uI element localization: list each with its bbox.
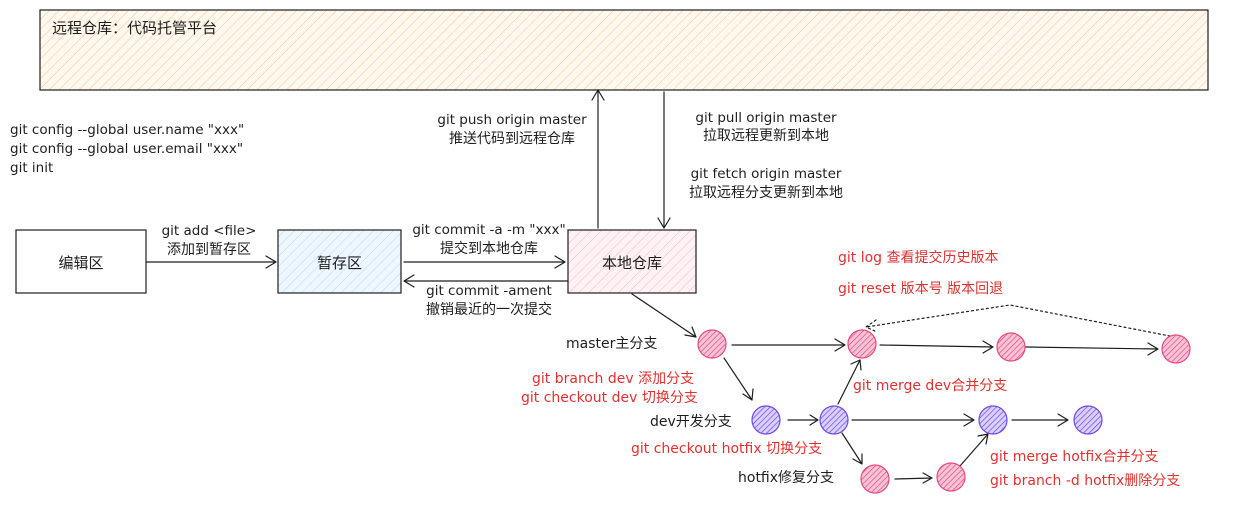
dev-commit [1073, 405, 1103, 435]
remote-repo-box [39, 9, 1209, 91]
merge-hotfix-note: git merge hotfix合并分支 [990, 449, 1159, 465]
delete-hotfix-note: git branch -d hotfix删除分支 [990, 473, 1181, 489]
dev-arrow-1 [787, 414, 819, 426]
commit-command: git commit -a -m "xxx" [412, 222, 566, 238]
hotfix-commit [936, 462, 966, 492]
local-to-master-line [631, 293, 697, 338]
workspace-label: 编辑区 [58, 254, 104, 272]
config-command: git init [10, 160, 54, 176]
dev-arrow-2 [851, 413, 975, 427]
merge-hotfix-arrow [959, 433, 989, 467]
dev-arrow-3 [1011, 413, 1069, 427]
master-branch-label: master主分支 [566, 336, 658, 352]
config-command: git config --global user.name "xxx" [10, 122, 245, 138]
add-command: git add <file> [161, 223, 257, 239]
fetch-command: git fetch origin master [690, 166, 842, 182]
git-reset-note: git reset 版本号 版本回退 [838, 281, 1004, 297]
push-description: 推送代码到远程仓库 [449, 131, 575, 147]
master-commit [996, 332, 1026, 362]
staging-label: 暂存区 [316, 254, 362, 272]
master-commit [697, 329, 727, 359]
amend-command: git commit -ament [426, 283, 552, 299]
branch-dev-arrow [723, 357, 754, 401]
checkout-hotfix-note: git checkout hotfix 切换分支 [631, 441, 823, 457]
fetch-description: 拉取远程分支更新到本地 [689, 185, 843, 201]
branch-dev-note: git branch dev 添加分支 [532, 371, 695, 387]
dev-commit [819, 405, 849, 435]
master-arrow-1 [731, 338, 846, 352]
workspace-box [15, 229, 147, 294]
push-arrow [591, 89, 605, 229]
commit-arrow [403, 255, 566, 269]
amend-description: 撤销最近的一次提交 [426, 302, 552, 318]
master-commit [847, 329, 877, 359]
pull-command: git pull origin master [695, 110, 837, 126]
push-command: git push origin master [437, 112, 587, 128]
amend-arrow [403, 274, 569, 288]
local-repo-box [567, 229, 697, 294]
merge-dev-arrow [837, 359, 862, 405]
add-arrow [145, 255, 277, 269]
master-commit [1161, 334, 1191, 364]
reset-dashed-arrow [864, 304, 1176, 338]
master-arrow-2 [879, 340, 994, 354]
pull-arrow [657, 91, 671, 229]
config-command: git config --global user.email "xxx" [10, 141, 244, 157]
merge-dev-note: git merge dev合并分支 [853, 378, 1008, 394]
hotfix-commit [860, 464, 890, 494]
staging-box [277, 229, 402, 294]
remote-repo-title: 远程仓库：代码托管平台 [52, 19, 218, 37]
dev-commit [978, 405, 1008, 435]
hotfix-arrow-1 [894, 472, 933, 484]
master-arrow-3 [1025, 342, 1159, 356]
add-description: 添加到暂存区 [167, 242, 251, 258]
local-repo-label: 本地仓库 [601, 254, 662, 272]
checkout-dev-note: git checkout dev 切换分支 [521, 390, 698, 406]
dev-branch-label: dev开发分支 [650, 414, 732, 430]
commit-description: 提交到本地仓库 [440, 241, 538, 257]
pull-description: 拉取远程更新到本地 [703, 128, 829, 144]
dev-commit [751, 405, 781, 435]
git-log-note: git log 查看提交历史版本 [838, 250, 999, 266]
hotfix-branch-label: hotfix修复分支 [738, 470, 835, 486]
checkout-hotfix-arrow [841, 432, 863, 465]
